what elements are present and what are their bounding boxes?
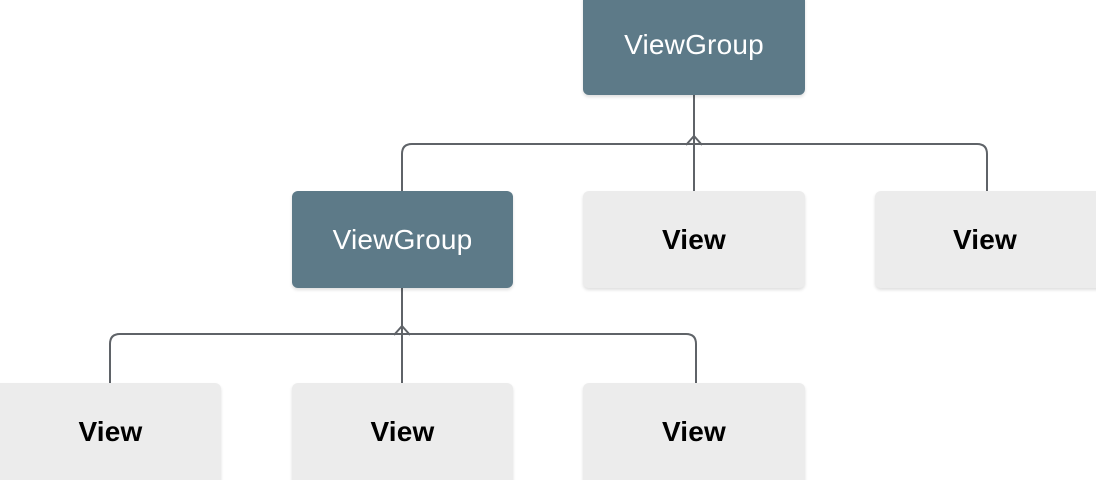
junction-chevron-level2-icon: [393, 324, 411, 336]
node-root-viewgroup[interactable]: ViewGroup: [583, 0, 805, 95]
node-level1-view-right[interactable]: View: [875, 191, 1096, 288]
node-label: View: [78, 415, 143, 447]
connector-bus-level2-left: [109, 333, 402, 383]
node-level2-view-right[interactable]: View: [583, 383, 805, 480]
node-label: View: [370, 415, 435, 447]
node-label: ViewGroup: [624, 28, 764, 60]
node-label: View: [661, 415, 727, 447]
connector-bus-level1-right: [694, 143, 988, 191]
node-level1-view-center[interactable]: View: [583, 191, 805, 288]
connector-bus-level2-right: [402, 333, 697, 383]
node-level2-view-left[interactable]: View: [0, 383, 221, 480]
node-level1-viewgroup[interactable]: ViewGroup: [292, 191, 513, 288]
node-label: View: [952, 223, 1018, 255]
node-level2-view-center[interactable]: View: [292, 383, 513, 480]
node-label: ViewGroup: [332, 223, 473, 255]
node-label: View: [661, 223, 727, 255]
junction-chevron-level1-icon: [685, 134, 703, 146]
connector-bus-level1-left: [401, 143, 694, 191]
